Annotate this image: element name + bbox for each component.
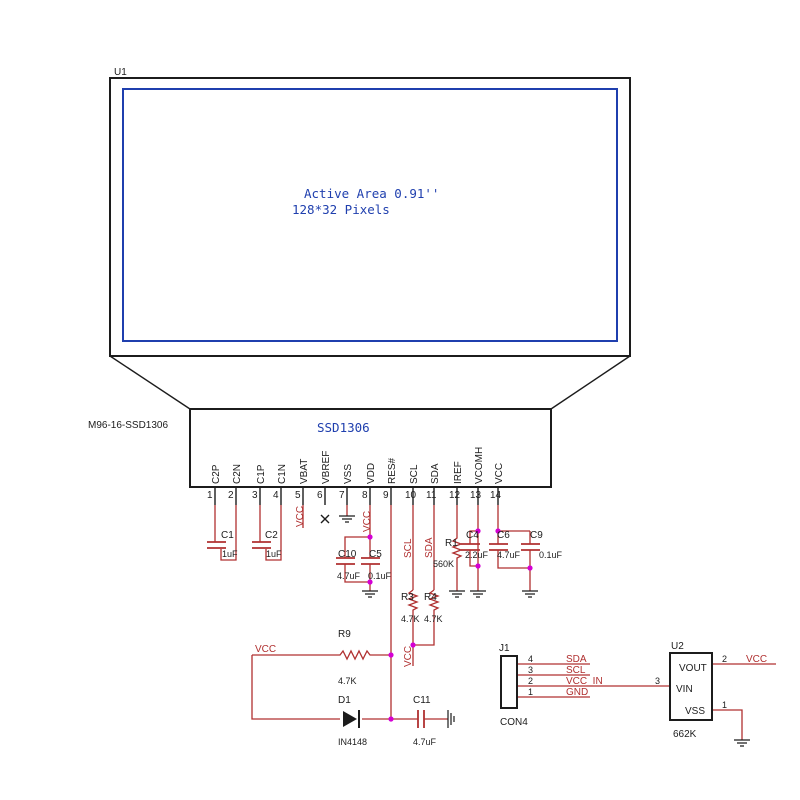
pin-number: 5	[295, 490, 301, 501]
junctions	[367, 528, 533, 722]
pin-name-label: VBAT	[299, 459, 310, 484]
r9-value: 4.7K	[338, 676, 357, 686]
pin-number: 13	[470, 490, 482, 501]
pin-name-label: VSS	[343, 464, 354, 484]
pin-number: 2	[228, 490, 234, 501]
pin-name-label: SCL	[409, 464, 420, 484]
pin-number: 3	[252, 490, 258, 501]
pin-name-label: VCC	[494, 463, 505, 484]
pin-name-label: VBREF	[321, 451, 332, 484]
u2-part: 662K	[673, 729, 697, 740]
j1-pin-num: 1	[528, 687, 533, 697]
pin-name-label: C2P	[211, 464, 222, 484]
c6-ref: C6	[497, 530, 510, 541]
j1-ref: J1	[499, 643, 510, 654]
r4-ref: R4	[424, 592, 437, 603]
u2-pin-vin: VIN	[676, 684, 693, 695]
u2-pin-vout: VOUT	[679, 663, 707, 674]
net-sda-label: SDA	[424, 537, 435, 558]
display-line2: 128*32 Pixels	[292, 202, 390, 217]
pin-number: 9	[383, 490, 389, 501]
pin-name-label: SDA	[430, 463, 441, 484]
pin-number: 4	[273, 490, 279, 501]
u2-pin-num: 1	[722, 700, 727, 710]
r1-value: 560K	[433, 559, 454, 569]
c5-ref: C5	[369, 549, 382, 560]
c1-value: 1uF	[222, 549, 238, 559]
r9-ref: R9	[338, 629, 351, 640]
regulator-u2	[669, 652, 713, 721]
net-vcc-r9: VCC	[255, 644, 276, 655]
d1-value: IN4148	[338, 737, 367, 747]
j1-pin-num: 2	[528, 676, 533, 686]
diode-d1-symbol	[343, 710, 360, 728]
c11-value: 4.7uF	[413, 737, 437, 747]
j1-pin-num: 4	[528, 654, 533, 664]
c10-value: 4.7uF	[337, 571, 361, 581]
c6-value: 4.7uF	[497, 550, 521, 560]
pin-name-label: C2N	[232, 464, 243, 484]
pin-group: C2P 1 C2N 2 C1P 3 C1N 4 VBAT 5 VBREF 6 VSS 7 VDD 8 RES# 9…	[207, 447, 505, 505]
u2-pin-num: 3	[655, 676, 660, 686]
c4-value: 2.2uF	[465, 550, 489, 560]
pin-number: 8	[362, 490, 368, 501]
ground-symbols	[339, 515, 750, 747]
c4-ref: C4	[466, 530, 479, 541]
net-j1-gnd: GND	[566, 687, 588, 698]
j1-name: CON4	[500, 717, 528, 728]
pin-number: 7	[339, 490, 345, 501]
r3-value: 4.7K	[401, 614, 420, 624]
c9-value: 0.1uF	[539, 550, 563, 560]
net-scl-label: SCL	[403, 538, 414, 558]
pin-name-label: VDD	[366, 463, 377, 484]
pin-number: 14	[490, 490, 502, 501]
net-vcc-u2: VCC	[746, 654, 767, 665]
connector-j1	[500, 655, 518, 709]
pin-name-label: IREF	[453, 461, 464, 484]
u2-pin-vss: VSS	[685, 706, 705, 717]
r3-ref: R3	[401, 592, 414, 603]
pin-number: 10	[405, 490, 417, 501]
pin-number: 12	[449, 490, 461, 501]
pin-name-label: VCOMH	[474, 447, 485, 484]
pin-name-label: RES#	[387, 457, 398, 484]
pin-number: 1	[207, 490, 213, 501]
wiring	[207, 505, 776, 740]
c9-ref: C9	[530, 530, 543, 541]
net-j1-vccin: VCC_IN	[566, 676, 603, 687]
pin-number: 11	[426, 490, 437, 501]
c11-ref: C11	[413, 695, 431, 706]
module-part-label: M96-16-SSD1306	[88, 420, 168, 431]
net-j1-sda: SDA	[566, 654, 587, 665]
net-vcc-pin5: VCC	[295, 506, 306, 527]
c1-ref: C1	[221, 530, 234, 541]
c5-value: 0.1uF	[368, 571, 392, 581]
r1-ref: R1	[445, 538, 458, 549]
pin-name-label: C1N	[277, 464, 288, 484]
c2-ref: C2	[265, 530, 278, 541]
d1-ref: D1	[338, 695, 351, 706]
u2-ref: U2	[671, 641, 684, 652]
pin-number: 6	[317, 490, 323, 501]
display-module	[109, 77, 631, 488]
net-j1-scl: SCL	[566, 665, 586, 676]
c10-ref: C10	[338, 549, 357, 560]
r4-value: 4.7K	[424, 614, 443, 624]
u2-pin-num: 2	[722, 654, 727, 664]
c2-value: 1uF	[266, 549, 282, 559]
pin-name-label: C1P	[256, 464, 267, 484]
display-line1: Active Area 0.91''	[304, 186, 439, 201]
net-vcc-pin8: VCC	[362, 511, 373, 532]
net-vcc-pullup: VCC	[403, 646, 414, 667]
ic-name: SSD1306	[317, 420, 370, 435]
j1-pin-num: 3	[528, 665, 533, 675]
module-ref: U1	[114, 67, 127, 78]
